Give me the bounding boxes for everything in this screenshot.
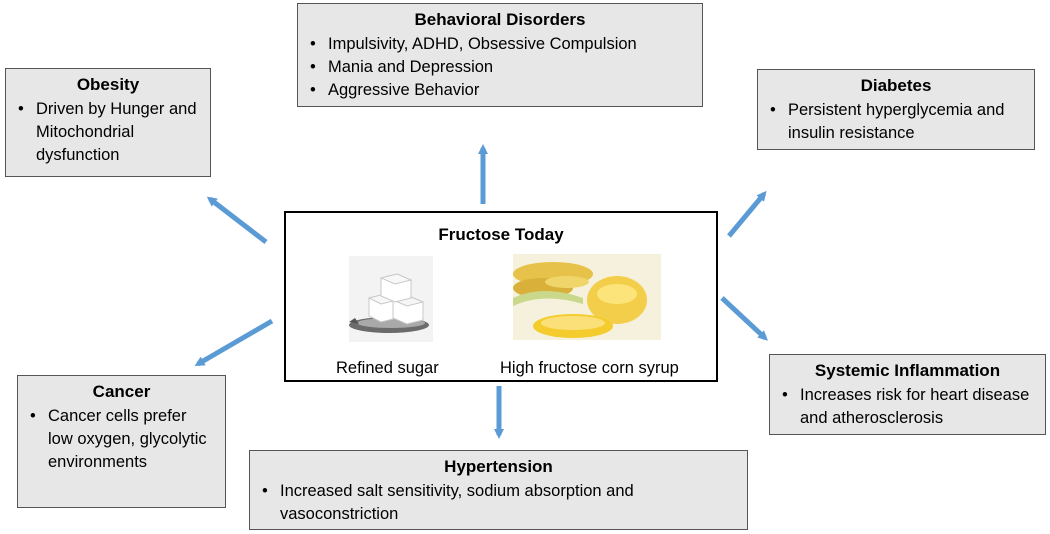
hypertension-box: Hypertension Increased salt sensitivity,… [249,450,748,530]
fructose-today-title: Fructose Today [438,225,564,244]
behavioral-item: Impulsivity, ADHD, Obsessive Compulsion [308,33,692,56]
diabetes-title: Diabetes [860,76,932,95]
behavioral-disorders-title: Behavioral Disorders [414,10,586,29]
fructose-today-box: Fructose Today Refined sugar High fructo… [284,211,718,382]
corn-syrup-image [513,254,661,340]
behavioral-item: Mania and Depression [308,56,692,79]
behavioral-item: Aggressive Behavior [308,79,692,102]
diabetes-box: Diabetes Persistent hyperglycemia and in… [757,69,1035,150]
cancer-title: Cancer [92,382,151,401]
behavioral-disorders-box: Behavioral Disorders Impulsivity, ADHD, … [297,3,703,107]
obesity-title: Obesity [76,75,140,94]
hfcs-label: High fructose corn syrup [500,359,679,377]
arrow-to-obesity [206,196,268,244]
diabetes-item: Persistent hyperglycemia and insulin res… [768,99,1024,145]
cancer-item: Cancer cells prefer low oxygen, glycolyt… [28,405,215,474]
arrow-to-diabetes [727,190,767,238]
arrow-to-cancer [194,318,274,367]
inflammation-item: Increases risk for heart disease and ath… [780,384,1035,430]
arrow-to-systemic-inflammation [720,296,768,341]
systemic-inflammation-box: Systemic Inflammation Increases risk for… [769,354,1046,435]
hypertension-title: Hypertension [444,457,553,476]
sugar-cubes-image [349,256,433,342]
hypertension-item: Increased salt sensitivity, sodium absor… [260,480,737,526]
cancer-box: Cancer Cancer cells prefer low oxygen, g… [17,375,226,508]
systemic-inflammation-title: Systemic Inflammation [814,361,1001,380]
obesity-item: Driven by Hunger and Mitochondrial dysfu… [16,98,200,167]
obesity-box: Obesity Driven by Hunger and Mitochondri… [5,68,211,177]
refined-sugar-label: Refined sugar [336,359,439,377]
